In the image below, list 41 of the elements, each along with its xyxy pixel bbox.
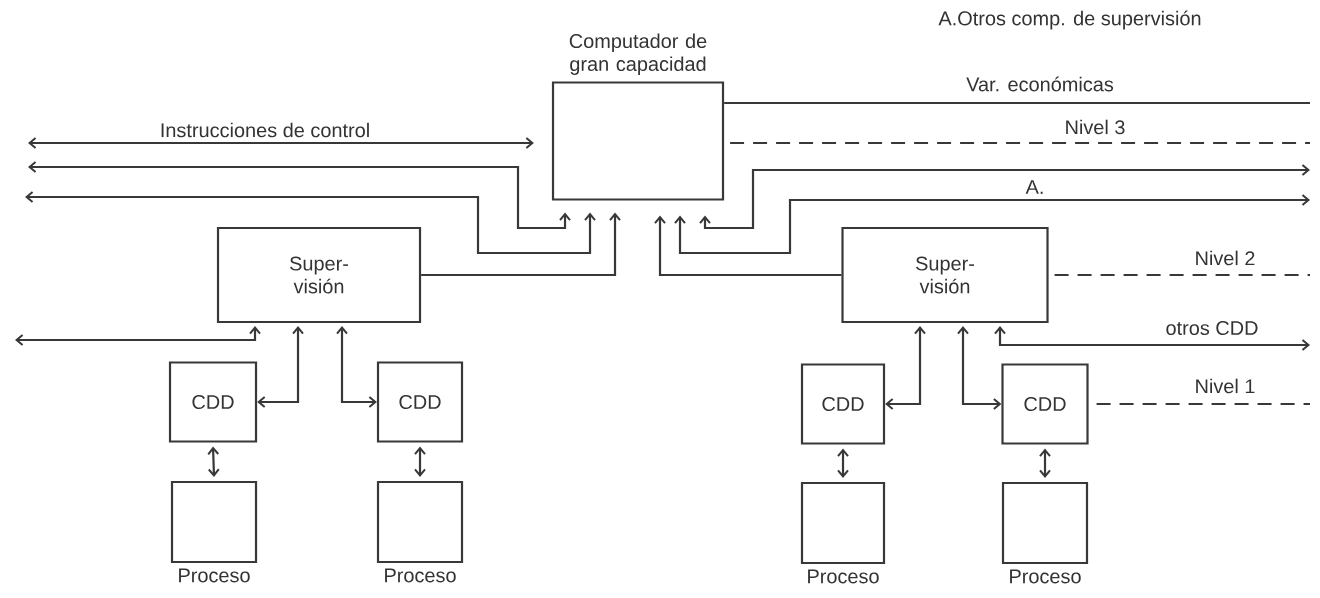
process-box: Proceso	[376, 480, 464, 583]
edge-label: A.	[1024, 179, 1046, 195]
connector-arrow	[674, 194, 1310, 255]
legend-note: A.Otros comp. de supervisión	[938, 10, 1201, 30]
cdd-box: CDD	[800, 363, 886, 445]
connector-arrow	[28, 137, 534, 149]
connector-arrow	[837, 448, 849, 478]
connector-arrow	[336, 326, 377, 408]
connector-arrow	[885, 326, 926, 410]
edge-label: Instrucciones de control	[158, 121, 372, 139]
connector-arrow	[28, 161, 571, 230]
connector-arrow	[414, 446, 426, 477]
connector-arrow	[25, 191, 596, 255]
edge-label: Nivel 2	[1193, 249, 1257, 267]
connector-arrow	[1039, 448, 1051, 478]
node-label: Proceso	[808, 569, 879, 584]
node-label: Proceso	[385, 568, 456, 583]
connector-arrow	[699, 164, 1310, 230]
supervision-box: Super- visión	[841, 226, 1049, 324]
connector-arrow	[207, 446, 220, 477]
edge-label: Nivel 3	[1063, 118, 1127, 136]
node-label: Proceso	[179, 568, 250, 583]
connector-arrow	[994, 326, 1310, 351]
connector-arrow	[654, 215, 842, 277]
process-box: Proceso	[1001, 481, 1089, 584]
node-label: Computador de gran capacidad	[569, 33, 707, 75]
cdd-box: CDD	[1001, 363, 1089, 445]
computer-box: Computador de gran capacidad	[551, 33, 725, 201]
edge-label: Nivel 1	[1193, 377, 1257, 395]
node-label: Proceso	[1010, 569, 1081, 584]
edge-label: Var. económicas	[965, 75, 1115, 93]
cdd-box: CDD	[376, 361, 464, 443]
connector-arrow	[257, 326, 304, 408]
connector-arrow	[957, 326, 1002, 410]
connector-arrow	[421, 212, 621, 277]
supervision-box: Super- visión	[216, 226, 422, 324]
cdd-box: CDD	[168, 361, 258, 443]
edge-label: otros CDD	[1164, 319, 1260, 337]
connector-arrow	[15, 326, 261, 346]
process-box: Proceso	[800, 481, 886, 584]
process-box: Proceso	[170, 480, 258, 583]
